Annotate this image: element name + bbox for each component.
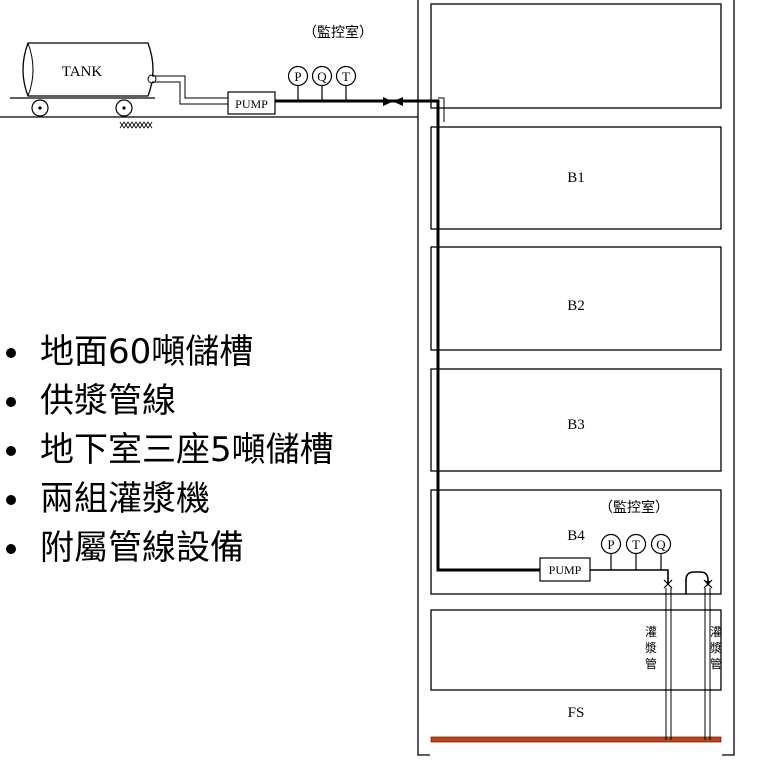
tank-wheel-right-hub (122, 106, 126, 110)
floor-b3 (430, 368, 722, 472)
grout-pipe-label-1: 灌漿管 (645, 625, 657, 671)
gauge-label-t-top: T (342, 69, 350, 84)
gauges-top: P Q T (287, 65, 357, 101)
flow-gauge-top (311, 65, 333, 87)
bullet-dot (6, 397, 16, 407)
valve-grout-2 (703, 579, 713, 589)
list-item: 地下室三座5噸儲槽 (0, 426, 334, 475)
pressure-gauge-bottom (600, 533, 622, 555)
list-item-text: 地下室三座5噸儲槽 (40, 430, 334, 470)
bullet-dot (6, 348, 16, 358)
floor-label-b1: B1 (567, 170, 585, 186)
gauge-label-q-bottom: Q (656, 537, 666, 552)
floor-ground (430, 3, 722, 109)
gauge-label-q-top: Q (317, 69, 327, 84)
valve-top (383, 97, 403, 106)
flow-gauge-bottom (650, 533, 672, 555)
tank-to-pump-pipe (152, 75, 228, 105)
pressure-gauge-top (287, 65, 309, 87)
temperature-gauge-bottom (625, 533, 647, 555)
pump-box-top (227, 91, 276, 115)
building: B1 B2 B3 B4 FS (417, 0, 735, 756)
list-item-text: 地面60噸儲槽 (40, 332, 254, 372)
tank-body (22, 42, 154, 97)
floor-label-b4: B4 (567, 528, 585, 544)
list-item-text: 供漿管線 (40, 381, 176, 421)
pump-label-bottom: PUMP (549, 563, 582, 577)
bullet-dot (6, 544, 16, 554)
floor-fs (430, 609, 722, 691)
ground-hatch (119, 121, 153, 129)
temperature-gauge-top (335, 65, 357, 87)
tank-end-cap (27, 42, 34, 97)
control-room-label-top: （監控室） (303, 24, 373, 41)
return-loop-pipe (685, 571, 709, 594)
control-room-label-bottom: （監控室） (599, 499, 669, 516)
list-item: 附屬管線設備 (0, 524, 334, 573)
building-footing-left (417, 742, 430, 756)
grout-pipe-2 (704, 588, 711, 740)
gauges-bottom: P T Q (600, 533, 672, 570)
b4-pump-outlet-pipe (590, 569, 669, 585)
gauge-label-p-bottom: P (607, 537, 614, 552)
tank-outlet (147, 74, 157, 84)
bullet-dot (6, 495, 16, 505)
supply-pipe (275, 99, 540, 572)
floor-b1 (430, 126, 722, 230)
list-item: 地面60噸儲槽 (0, 328, 334, 377)
gauge-label-p-top: P (294, 69, 301, 84)
tank-label: TANK (62, 64, 103, 80)
bullet-dot (6, 446, 16, 456)
floor-label-b3: B3 (567, 417, 585, 433)
building-footing-right (722, 742, 735, 756)
gauge-label-t-bottom: T (632, 537, 640, 552)
tank: TANK (10, 42, 157, 129)
grout-pipe-label-2: 灌漿管 (710, 625, 722, 671)
grout-pipe-1 (665, 588, 672, 740)
list-item: 兩組灌漿機 (0, 475, 334, 524)
list-item-text: 附屬管線設備 (40, 528, 244, 568)
pipe-riser-offset (438, 97, 445, 122)
equipment-list: 地面60噸儲槽 供漿管線 地下室三座5噸儲槽 兩組灌漿機 附屬管線設備 (0, 328, 334, 573)
valve-grout-1 (663, 579, 673, 589)
floor-label-fs: FS (568, 705, 585, 721)
tank-wheel-left-hub (38, 106, 42, 110)
list-item-text: 兩組灌漿機 (40, 479, 210, 519)
foundation-slab (430, 736, 722, 743)
pump-label-top: PUMP (235, 97, 268, 111)
floor-b4 (430, 489, 722, 595)
floor-label-b2: B2 (567, 298, 585, 314)
list-item: 供漿管線 (0, 377, 334, 426)
floor-b2 (430, 246, 722, 351)
